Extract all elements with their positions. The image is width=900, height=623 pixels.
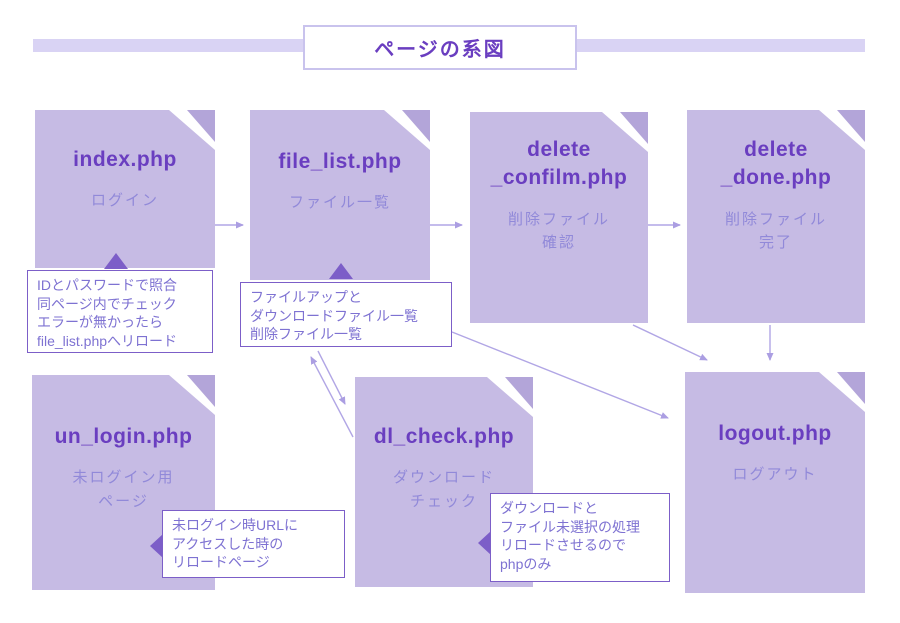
diagram-title: ページの系図 (303, 25, 577, 70)
node-title: un_login.php (54, 425, 193, 448)
annotation-file-list-php: ファイルアップと ダウンロードファイル一覧 削除ファイル一覧 (240, 282, 452, 347)
callout-pointer-left-icon (150, 534, 163, 558)
callout-pointer-left-icon (478, 531, 491, 555)
node-delete-done-php: delete _done.php 削除ファイル 完了 (687, 110, 865, 323)
node-title: delete _done.php (720, 138, 832, 190)
folded-corner-icon (602, 112, 648, 152)
callout-pointer-up-icon (104, 253, 128, 269)
node-title: file_list.php (278, 150, 402, 173)
node-logout-php: logout.php ログアウト (685, 372, 865, 593)
node-subtitle: 削除ファイル 完了 (724, 210, 827, 251)
node-title: logout.php (718, 422, 832, 445)
node-delete-confilm-php: delete _confilm.php 削除ファイル 確認 (470, 112, 648, 323)
arrow-filelist-to-dlcheck (317, 350, 346, 405)
folded-corner-icon (384, 110, 430, 150)
node-dl-check-php: dl_check.php ダウンロード チェック (355, 377, 533, 587)
node-subtitle: 削除ファイル 確認 (507, 210, 610, 251)
node-subtitle: ダウンロード チェック (392, 469, 495, 510)
arrow-deleteconfilm-to-logout (632, 324, 708, 361)
node-file-list-php: file_list.php ファイル一覧 (250, 110, 430, 280)
node-title: dl_check.php (373, 425, 515, 448)
folded-corner-icon (819, 110, 865, 150)
node-title: delete _confilm.php (490, 138, 628, 190)
annotation-un-login-php: 未ログイン時URLに アクセスした時の リロードページ (162, 510, 345, 578)
folded-corner-icon (487, 377, 533, 417)
arrow-dlcheck-to-filelist (310, 356, 354, 438)
node-subtitle: ログイン (90, 192, 159, 210)
folded-corner-icon (169, 375, 215, 415)
folded-corner-icon (819, 372, 865, 412)
node-title: index.php (73, 148, 177, 171)
node-index-php: index.php ログイン (35, 110, 215, 268)
annotation-dl-check-php: ダウンロードと ファイル未選択の処理 リロードさせるので phpのみ (490, 493, 670, 582)
node-subtitle: ログアウト (732, 466, 818, 484)
node-subtitle: ファイル一覧 (288, 194, 391, 212)
folded-corner-icon (169, 110, 215, 150)
callout-pointer-up-icon (329, 263, 353, 279)
annotation-index-php: IDとパスワードで照合 同ページ内でチェック エラーが無かったら file_li… (27, 270, 213, 353)
node-subtitle: 未ログイン用 ページ (72, 469, 175, 510)
